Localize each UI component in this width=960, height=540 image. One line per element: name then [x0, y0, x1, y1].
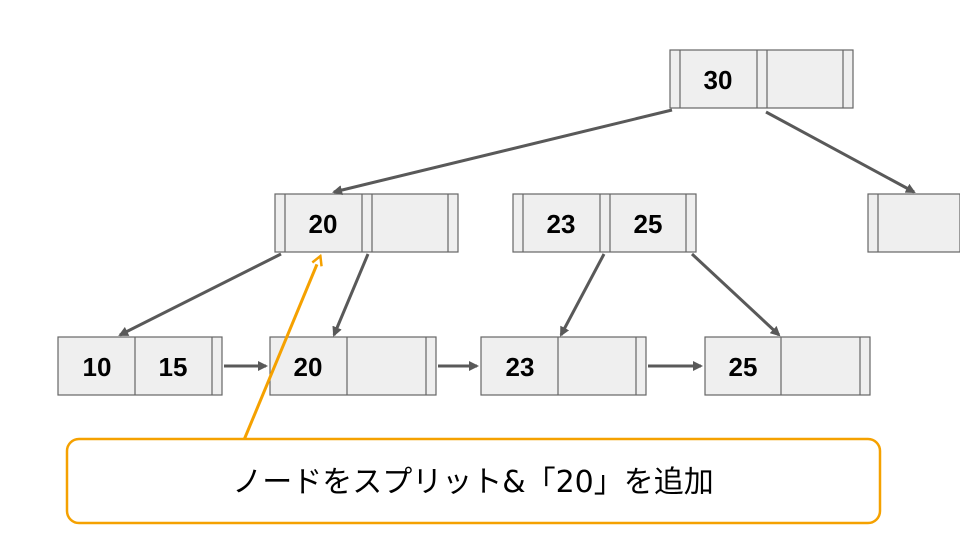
internal-node-right [867, 193, 960, 253]
internal-node-middle: 23 25 [512, 193, 697, 253]
leaf-4-key-1: 25 [729, 352, 758, 382]
leaf-node-2: 20 [269, 336, 437, 396]
edge-internal-middle-to-leaf-3 [559, 253, 606, 337]
leaf-node-3: 23 [480, 336, 647, 396]
edge-root-to-internal-right [765, 110, 916, 194]
leaf-node-1: 10 15 [57, 336, 223, 396]
edge-internal-left-to-leaf-1 [118, 252, 282, 337]
callout-box [65, 437, 882, 525]
leaf-1-key-1: 10 [83, 352, 112, 382]
internal-middle-key-1: 23 [547, 209, 576, 239]
leaf-node-4: 25 [704, 336, 871, 396]
callout-pointer [242, 257, 320, 441]
callout: ノードをスプリット&「20」を追加 [65, 257, 882, 525]
leaf-1-key-2: 15 [159, 352, 188, 382]
root-node: 30 [669, 49, 854, 109]
root-key-1: 30 [704, 65, 733, 95]
edge-internal-middle-to-leaf-4 [690, 252, 781, 337]
leaf-2-key-1: 20 [294, 352, 323, 382]
internal-left-key-1: 20 [309, 209, 338, 239]
edge-root-to-internal-left [332, 108, 673, 195]
leaf-3-key-1: 23 [506, 352, 535, 382]
edge-internal-left-to-leaf-2 [332, 253, 370, 337]
internal-node-left: 20 [274, 193, 459, 253]
internal-middle-key-2: 25 [634, 209, 663, 239]
callout-text: ノードをスプリット&「20」を追加 [232, 465, 714, 500]
tree-edges [118, 108, 916, 337]
